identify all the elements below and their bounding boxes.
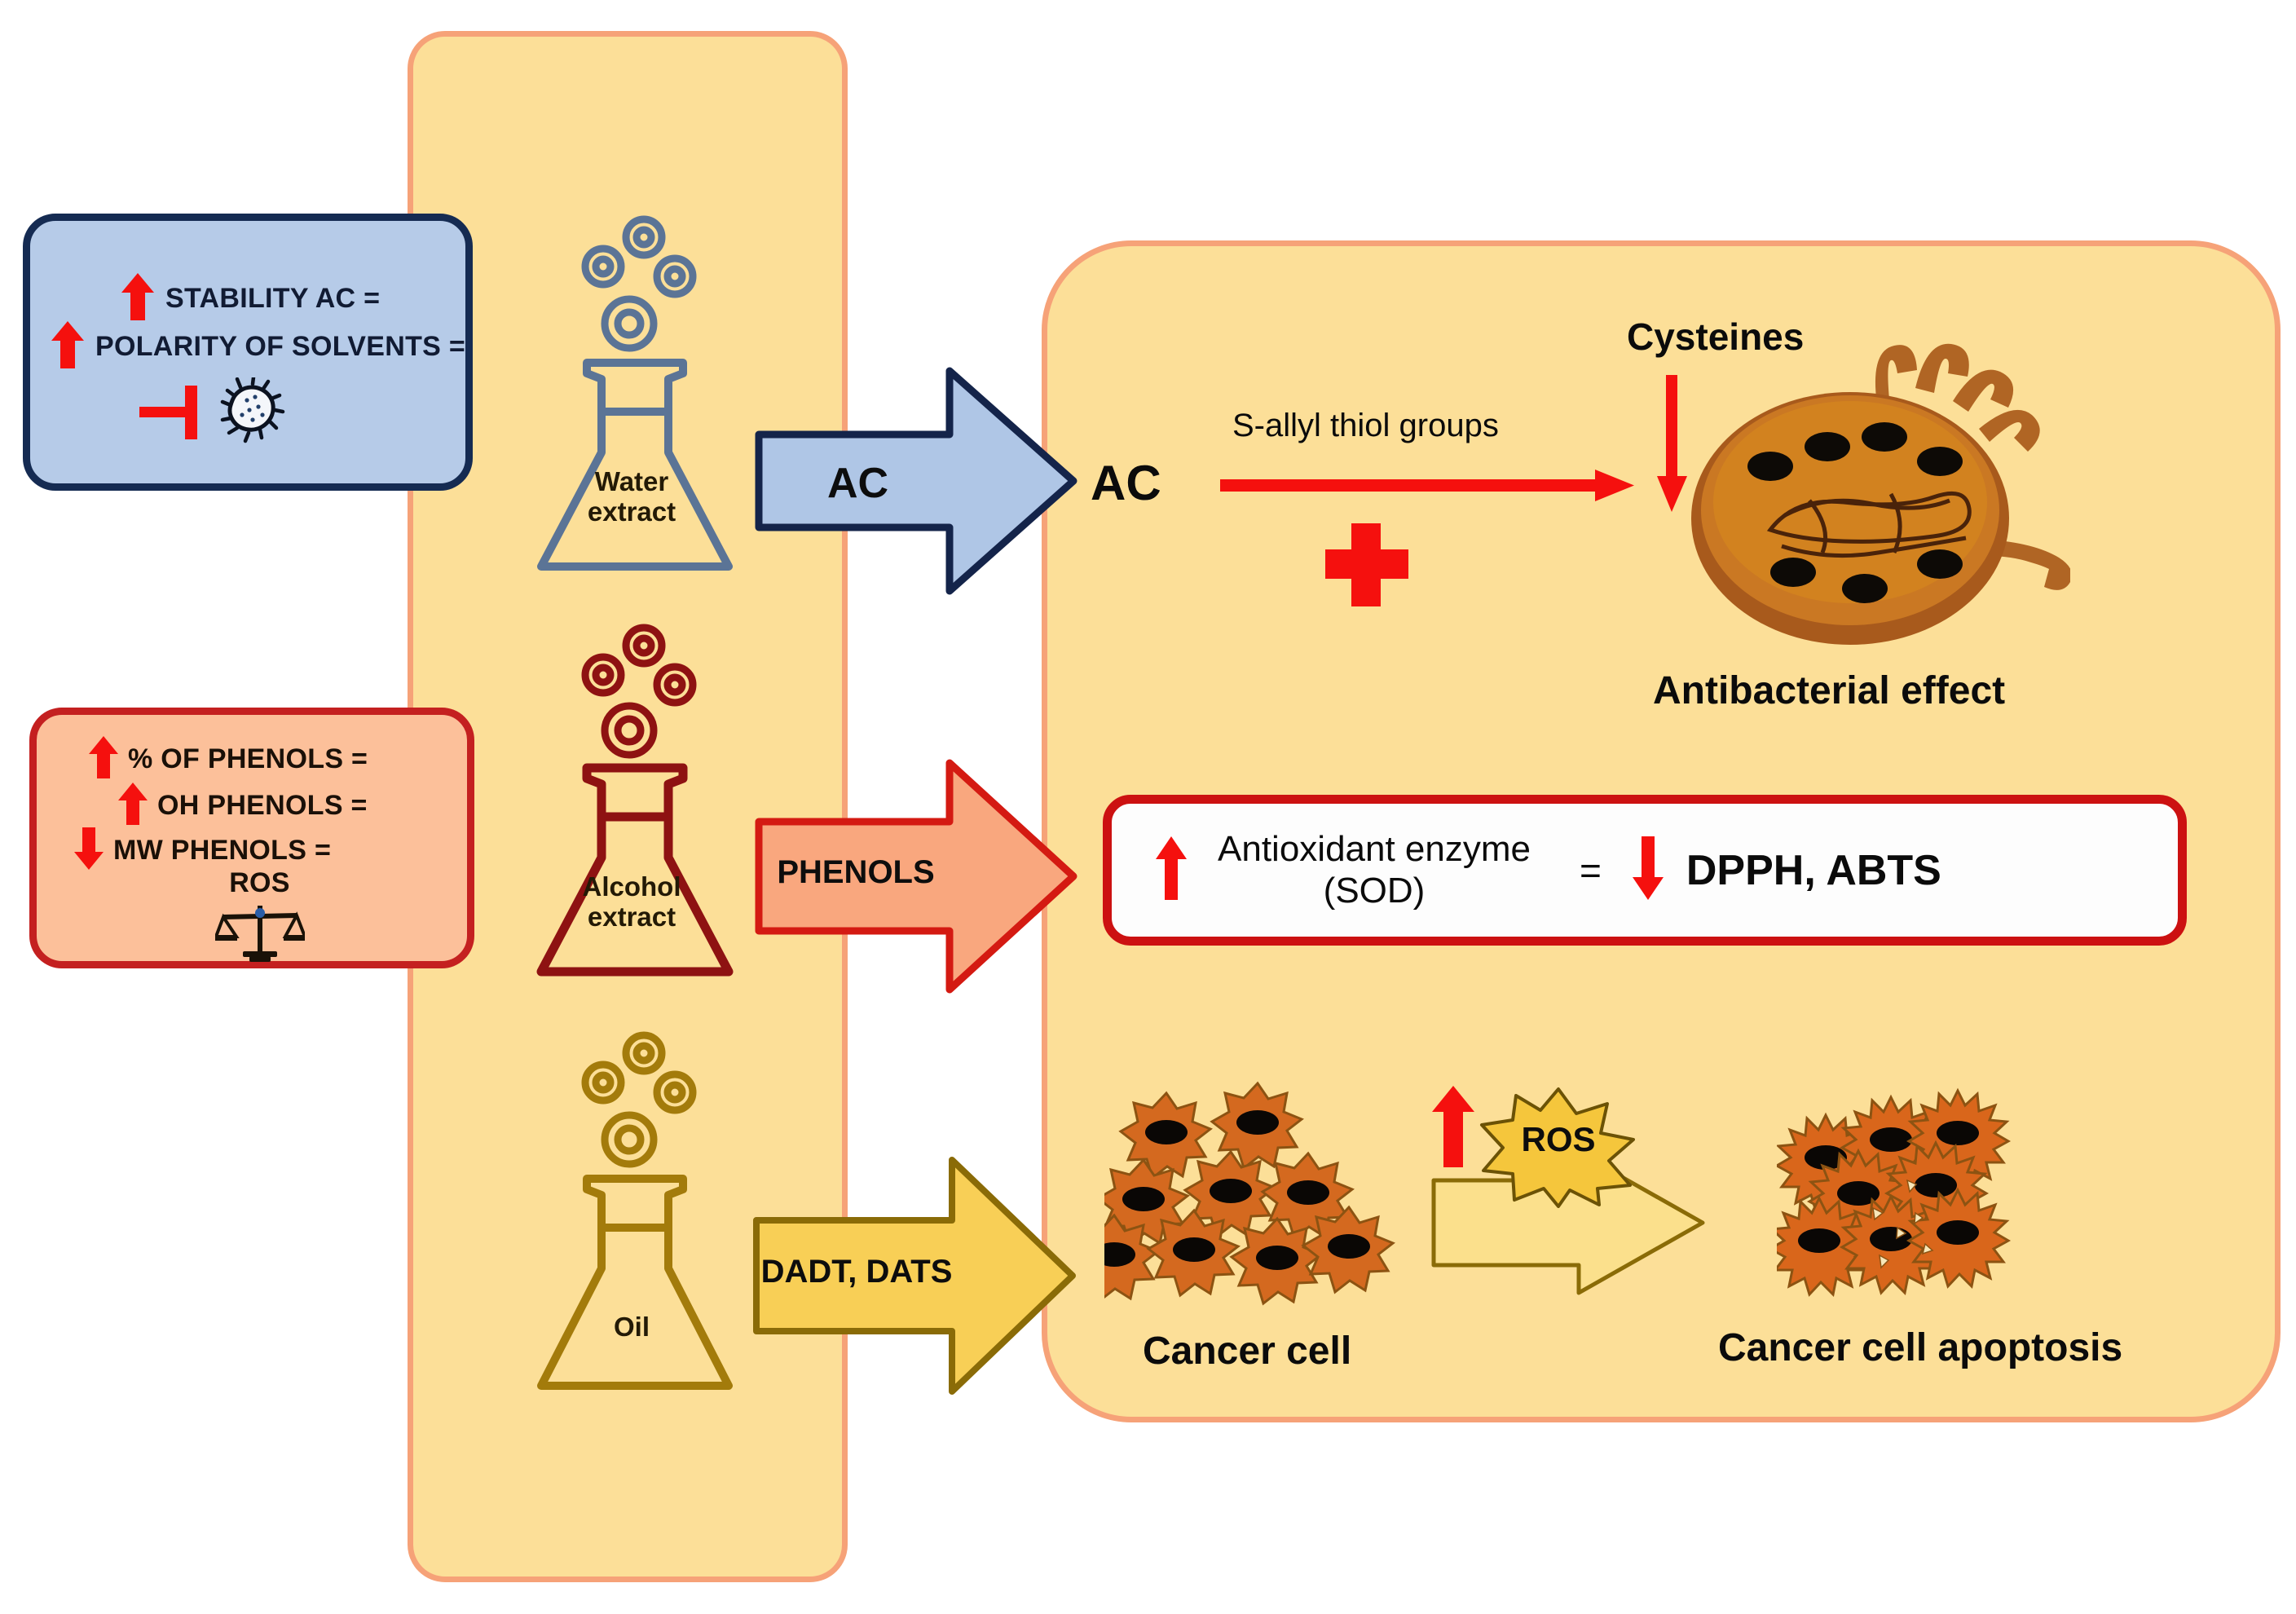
up-arrow-icon xyxy=(117,781,149,831)
dpph-abts-label: DPPH, ABTS xyxy=(1686,846,1941,894)
s-allyl-thiol-groups-label: S-allyl thiol groups xyxy=(1232,408,1499,443)
water-extract-label: Water extract xyxy=(587,466,676,527)
cancer-cell-cluster xyxy=(1067,1080,1471,1341)
cancer-cell-caption: Cancer cell xyxy=(1143,1330,1352,1373)
antioxidant-card: Antioxidant enzyme (SOD) = DPPH, ABTS xyxy=(1103,795,2187,946)
plus-icon xyxy=(1322,520,1412,614)
bacteria-icon xyxy=(216,375,289,452)
oil-flask: Oil xyxy=(530,1025,734,1400)
apoptosis-caption: Cancer cell apoptosis xyxy=(1718,1326,2123,1369)
water-extract-flask: Water extract xyxy=(530,208,734,583)
balance-scale-icon xyxy=(213,901,307,968)
cysteines-label: Cysteines xyxy=(1627,315,1805,358)
up-arrow-icon xyxy=(120,271,156,326)
cysteines-arrow-icon xyxy=(1655,375,1692,518)
oh-phenols-label: OH PHENOLS = xyxy=(157,790,368,821)
percent-phenols-label: % OF PHENOLS = xyxy=(128,743,368,774)
dadt-dats-arrow-label: DADT, DATS xyxy=(760,1254,953,1290)
apoptosis-cluster xyxy=(1769,1084,2119,1345)
alcohol-extract-label: Alcohol extract xyxy=(582,871,681,932)
antioxidant-enzyme-label: Antioxidant enzyme (SOD) xyxy=(1218,829,1531,911)
ros-label: ROS xyxy=(229,867,290,898)
ac-reactant-label: AC xyxy=(1091,456,1161,510)
ac-arrow: AC xyxy=(754,363,1080,599)
down-arrow-icon xyxy=(73,826,105,875)
up-arrow-icon xyxy=(1154,835,1188,906)
stability-polarity-box: STABILITY AC = POLARITY OF SOLVENTS = xyxy=(23,214,473,491)
up-arrow-icon xyxy=(87,734,120,784)
down-arrow-icon xyxy=(1631,835,1665,906)
equals-sign: = xyxy=(1580,849,1602,892)
mw-phenols-label: MW PHENOLS = xyxy=(113,835,332,866)
phenols-arrow-label: PHENOLS xyxy=(777,854,935,890)
polarity-solvents-label: POLARITY OF SOLVENTS = xyxy=(95,331,466,362)
inhibition-bar-icon xyxy=(139,381,209,448)
antibacterial-effect-caption: Antibacterial effect xyxy=(1653,669,2006,712)
phenols-arrow: PHENOLS xyxy=(754,758,1080,994)
ros-burst-icon: ROS xyxy=(1477,1086,1640,1208)
ros-up-arrow-icon xyxy=(1430,1084,1476,1173)
stability-ac-label: STABILITY AC = xyxy=(165,283,381,314)
ros-burst-label: ROS xyxy=(1521,1120,1596,1158)
dadt-dats-arrow: DADT, DATS xyxy=(751,1153,1077,1398)
bacterium-illustration xyxy=(1646,326,2073,677)
oil-label: Oil xyxy=(613,1312,650,1342)
reaction-arrow-icon xyxy=(1220,466,1636,509)
alcohol-extract-flask: Alcohol extract xyxy=(530,620,734,986)
up-arrow-icon xyxy=(50,320,86,374)
ac-arrow-label: AC xyxy=(826,460,889,507)
phenols-box: % OF PHENOLS = OH PHENOLS = MW PHENOLS =… xyxy=(29,708,474,968)
